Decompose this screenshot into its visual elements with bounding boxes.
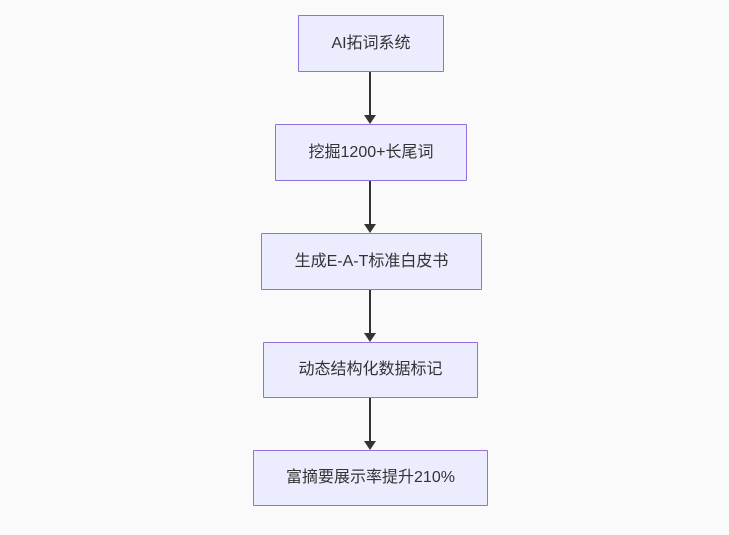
arrow-head-icon bbox=[364, 224, 376, 233]
flow-node-label: 富摘要展示率提升210% bbox=[286, 469, 455, 486]
arrow-head-icon bbox=[364, 333, 376, 342]
flow-node-step-3: 生成E-A-T标准白皮书 bbox=[261, 233, 482, 290]
flow-node-label: AI拓词系统 bbox=[331, 34, 411, 52]
arrow-line bbox=[369, 398, 371, 441]
arrow-line bbox=[369, 181, 371, 224]
flow-node-step-4: 动态结构化数据标记 bbox=[263, 342, 478, 398]
arrow-head-icon bbox=[364, 115, 376, 124]
flow-node-label: 生成E-A-T标准白皮书 bbox=[294, 252, 449, 270]
flow-node-step-2: 挖掘1200+长尾词 bbox=[275, 124, 467, 181]
arrow-head-icon bbox=[364, 441, 376, 450]
arrow-line bbox=[369, 290, 371, 333]
flow-node-label: 挖掘1200+长尾词 bbox=[308, 143, 434, 161]
flow-node-step-1: AI拓词系统 bbox=[298, 15, 444, 72]
flow-node-step-5: 富摘要展示率提升210% bbox=[253, 450, 488, 506]
flow-node-label: 动态结构化数据标记 bbox=[298, 361, 443, 378]
arrow-line bbox=[369, 72, 371, 115]
